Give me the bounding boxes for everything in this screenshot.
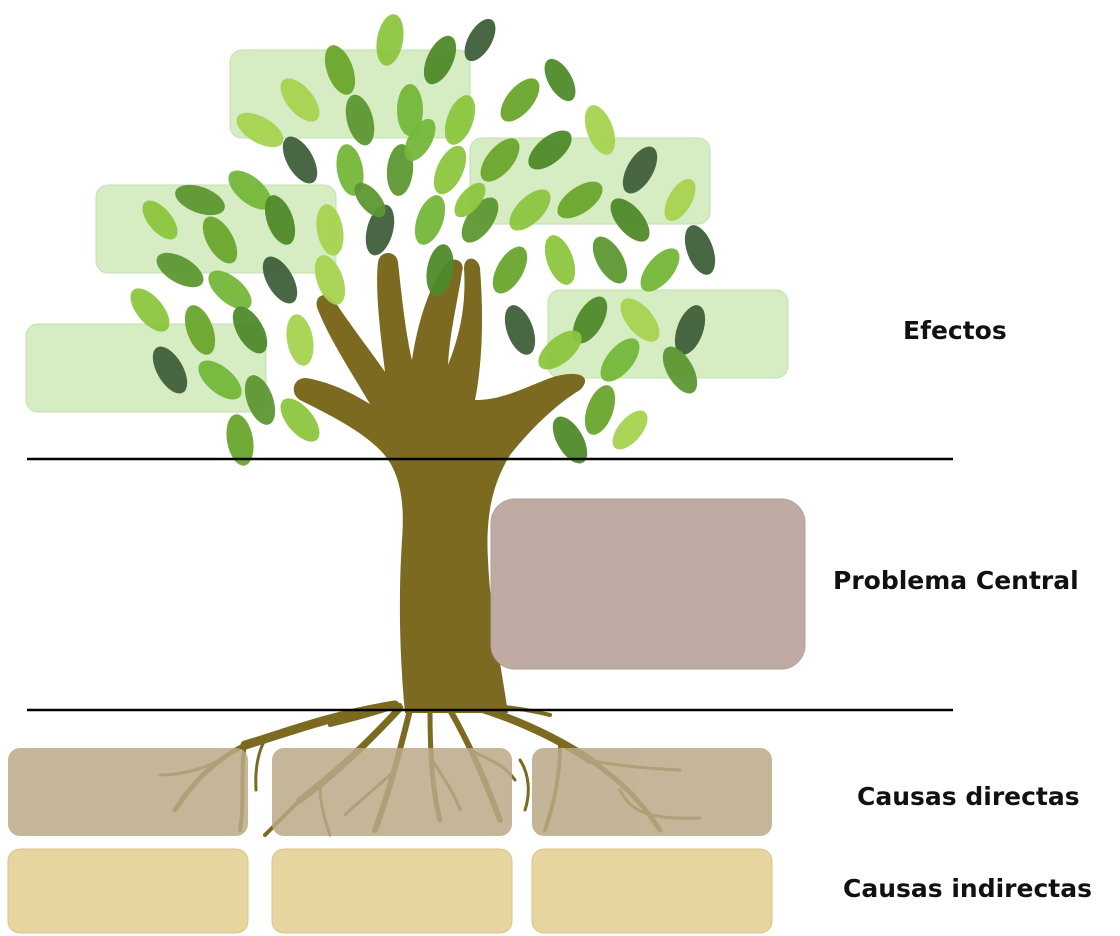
leaf: [500, 78, 540, 122]
indirect-cause-box-2[interactable]: [271, 848, 513, 934]
leaf: [324, 45, 356, 95]
leaf: [640, 248, 680, 292]
leaf: [538, 330, 582, 370]
direct-cause-box-2[interactable]: [272, 748, 512, 836]
leaf: [461, 197, 499, 243]
leaf: [236, 112, 284, 148]
leaf: [572, 296, 608, 344]
leaf: [376, 14, 404, 66]
leaf: [244, 375, 276, 425]
leaf: [280, 78, 320, 122]
leaf: [354, 182, 386, 218]
leaf: [208, 270, 252, 310]
leaf: [175, 184, 225, 216]
leaf: [404, 118, 436, 162]
leaf: [365, 204, 395, 256]
leaf: [504, 305, 536, 355]
leaf: [142, 200, 178, 240]
leaf: [202, 216, 238, 264]
leaf: [464, 18, 496, 62]
leaf: [509, 189, 551, 231]
leaf: [454, 182, 486, 218]
leaf: [444, 95, 476, 145]
leaf: [156, 252, 204, 288]
section-label-direct-causes: Causas directas: [857, 782, 1080, 811]
leaf: [528, 130, 572, 170]
leaf: [280, 398, 320, 442]
leaf: [552, 416, 588, 464]
leaf: [314, 255, 346, 305]
leaf: [622, 146, 658, 194]
leaf: [584, 385, 616, 435]
leaf: [414, 195, 446, 245]
leaf: [228, 170, 272, 210]
leaf: [664, 178, 696, 222]
leaf: [674, 305, 706, 355]
section-label-indirect-causes: Causas indirectas: [843, 874, 1092, 903]
indirect-cause-box-3[interactable]: [531, 848, 773, 934]
leaf: [262, 256, 298, 304]
problem-box[interactable]: [490, 498, 806, 670]
leaf: [226, 414, 254, 466]
leaf: [264, 195, 296, 245]
leaf: [492, 246, 528, 294]
leaf: [662, 346, 698, 394]
leaf: [232, 306, 268, 354]
leaf: [600, 338, 640, 382]
leaf: [426, 244, 454, 296]
tree-foliage: [130, 14, 716, 466]
leaf: [544, 235, 576, 285]
leaf: [130, 288, 170, 332]
leaf: [610, 198, 650, 242]
leaf: [286, 314, 314, 366]
leaf: [433, 145, 467, 195]
leaf: [423, 35, 457, 85]
indirect-cause-box-1[interactable]: [7, 848, 249, 934]
direct-cause-boxes: [8, 748, 772, 836]
leaf: [684, 225, 716, 275]
leaf: [282, 136, 318, 184]
indirect-cause-boxes: [7, 848, 773, 934]
leaf: [316, 204, 344, 256]
leaf: [584, 105, 616, 155]
leaf: [336, 144, 364, 196]
leaf: [480, 138, 520, 182]
leaf: [184, 305, 216, 355]
leaf: [592, 236, 628, 284]
leaf: [620, 298, 660, 342]
leaf: [198, 360, 242, 400]
section-label-problem: Problema Central: [833, 566, 1079, 595]
direct-cause-box-1[interactable]: [8, 748, 248, 836]
leaf: [397, 84, 423, 136]
tree-trunk: [293, 253, 586, 713]
section-label-effects: Efectos: [903, 316, 1007, 345]
leaf: [544, 58, 576, 102]
leaf: [345, 94, 375, 146]
direct-cause-box-3[interactable]: [532, 748, 772, 836]
leaf: [557, 181, 603, 219]
leaf: [152, 346, 188, 394]
leaf: [612, 410, 648, 450]
